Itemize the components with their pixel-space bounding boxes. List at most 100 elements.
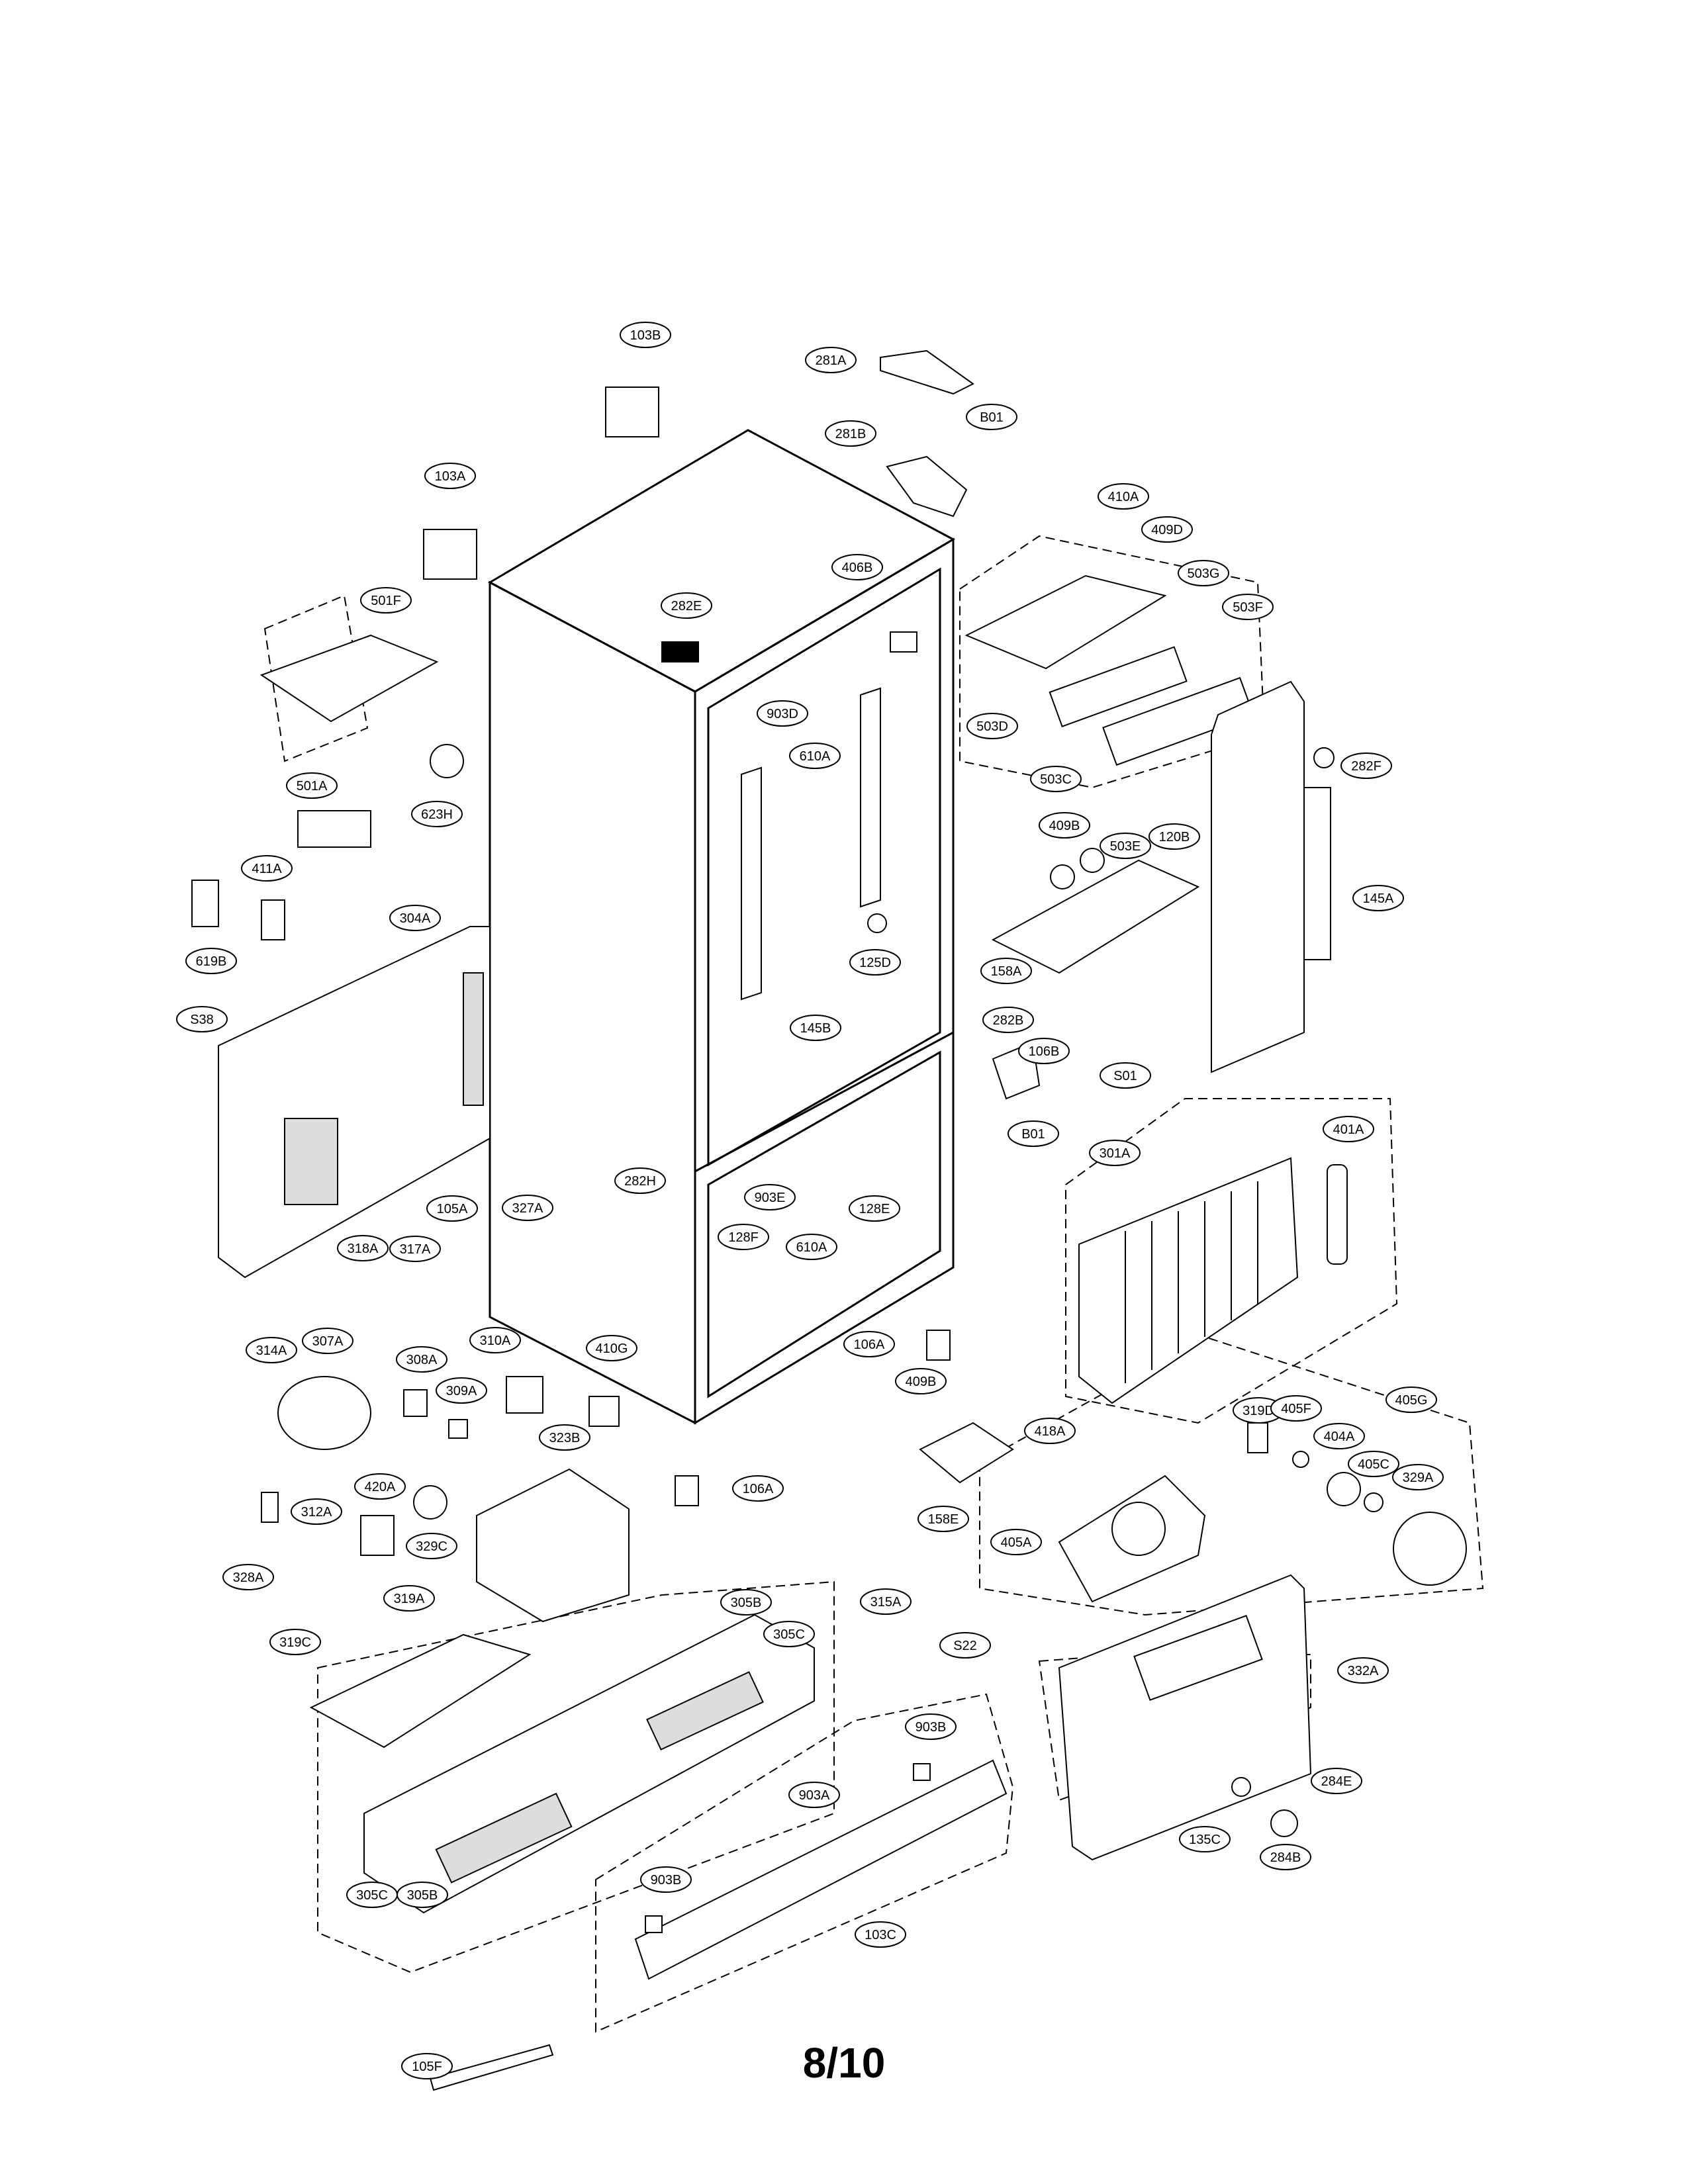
callout-bubble (1311, 1768, 1362, 1794)
callout-bubble (389, 1236, 441, 1262)
callout-bubble (1385, 1387, 1437, 1413)
callout: 328A (222, 1564, 274, 1590)
callout: 106A (843, 1331, 895, 1357)
drain-pan-319a (309, 1633, 532, 1749)
callout-bubble (917, 1506, 969, 1532)
callout-label: B01 (980, 410, 1004, 425)
knob-623h (430, 744, 464, 778)
callout: 120B (1149, 823, 1200, 850)
cabinet-mullion (694, 1031, 954, 1173)
callout: 405G (1385, 1387, 1437, 1413)
callout: 332A (1337, 1657, 1389, 1684)
grommet-405f (1292, 1451, 1309, 1468)
cabinet-left-side (489, 580, 696, 1425)
callout-label: 903E (755, 1191, 786, 1205)
back-panel-vent-right (463, 972, 484, 1106)
callout: 619B (185, 948, 237, 974)
callout: 305B (720, 1589, 772, 1615)
callout: 103A (424, 463, 476, 489)
callout-bubble (1340, 752, 1392, 779)
callout-label: 405F (1281, 1402, 1311, 1416)
callout-label: 409B (906, 1375, 937, 1389)
back-cover-window (1133, 1615, 1263, 1701)
callout-bubble (786, 1234, 837, 1260)
callout: 284E (1311, 1768, 1362, 1794)
callout: 404A (1313, 1423, 1365, 1449)
callout-label: 418A (1035, 1424, 1066, 1439)
hinge-cover-281a (880, 349, 974, 395)
callout: 145A (1352, 885, 1404, 911)
callout: 282B (982, 1007, 1034, 1033)
callout-bubble (855, 1921, 906, 1948)
callout: 329A (1392, 1464, 1444, 1490)
callout-label: 411A (252, 862, 282, 876)
callout-label: 619B (196, 954, 227, 969)
pcb-503c (1049, 646, 1188, 727)
callout: 308A (396, 1346, 447, 1373)
base-grille-left (435, 1792, 573, 1884)
callout-label: 106A (854, 1338, 885, 1352)
callout-label: 305C (773, 1627, 805, 1642)
callout-bubble (1149, 823, 1200, 850)
callout-label: 405A (1001, 1535, 1032, 1550)
callout-bubble (1018, 1038, 1070, 1064)
callout-bubble (1030, 766, 1082, 792)
callout-bubble (1141, 516, 1193, 543)
control-board-501a (297, 810, 371, 848)
callout-label: 405C (1358, 1457, 1389, 1472)
callout-bubble (176, 1006, 228, 1032)
callout: 145B (790, 1015, 841, 1041)
callout-label: 319A (394, 1592, 425, 1606)
callout-bubble (718, 1224, 769, 1250)
callout-bubble (502, 1195, 553, 1221)
clip-105f (429, 2044, 554, 2091)
callout-label: 158A (991, 964, 1022, 979)
callout-label: 307A (312, 1334, 344, 1349)
callout-bubble (1337, 1657, 1389, 1684)
callout: 503C (1030, 766, 1082, 792)
callout-bubble (966, 713, 1018, 739)
callout: 105A (426, 1195, 478, 1222)
callout-bubble (469, 1327, 521, 1353)
callout-label: 405G (1395, 1393, 1428, 1408)
callout: 319A (383, 1585, 435, 1612)
callout-label: 903A (799, 1788, 830, 1803)
callout-label: 623H (421, 807, 453, 822)
callout-label: 503G (1188, 567, 1220, 581)
callout: 314A (246, 1337, 297, 1363)
dashed-group-back-cover (1038, 1654, 1311, 1801)
callout: 304A (389, 905, 441, 931)
callout-bubble (990, 1529, 1042, 1555)
callout-bubble (744, 1184, 796, 1210)
callout-bubble (1178, 560, 1229, 586)
callout-label: 281A (816, 353, 847, 368)
callout: 329C (406, 1533, 457, 1559)
callout-bubble (389, 905, 441, 931)
callout-label: 410G (596, 1342, 628, 1356)
callout: 903B (640, 1866, 692, 1893)
callout-label: 120B (1159, 830, 1190, 844)
callout-bubble (1098, 483, 1149, 510)
callout-bubble (980, 958, 1032, 984)
callout-label: 308A (406, 1353, 438, 1367)
callout: 315A (860, 1588, 912, 1615)
cap-282f (1313, 747, 1335, 768)
cabinet-front-right (694, 537, 955, 1425)
leg-106a-rear (926, 1330, 951, 1361)
dashed-group-fan-assembly (979, 1336, 1484, 1616)
callout-label: 404A (1324, 1430, 1355, 1444)
callout-label: 610A (796, 1240, 827, 1255)
grommet-405c (1364, 1492, 1383, 1512)
callout: 405F (1270, 1395, 1322, 1422)
dashed-group-front-grille (595, 1693, 1014, 2033)
callout-label: 128E (859, 1202, 890, 1216)
callout: 318A (337, 1235, 389, 1261)
callout-bubble (411, 801, 463, 827)
bracket-319d (1247, 1422, 1268, 1453)
callout-label: 420A (365, 1480, 396, 1494)
callout-label: 282E (671, 599, 702, 614)
dashed-group-evaporator (1065, 1098, 1398, 1424)
filter-619b (191, 880, 219, 927)
callout-label: S01 (1113, 1069, 1137, 1083)
